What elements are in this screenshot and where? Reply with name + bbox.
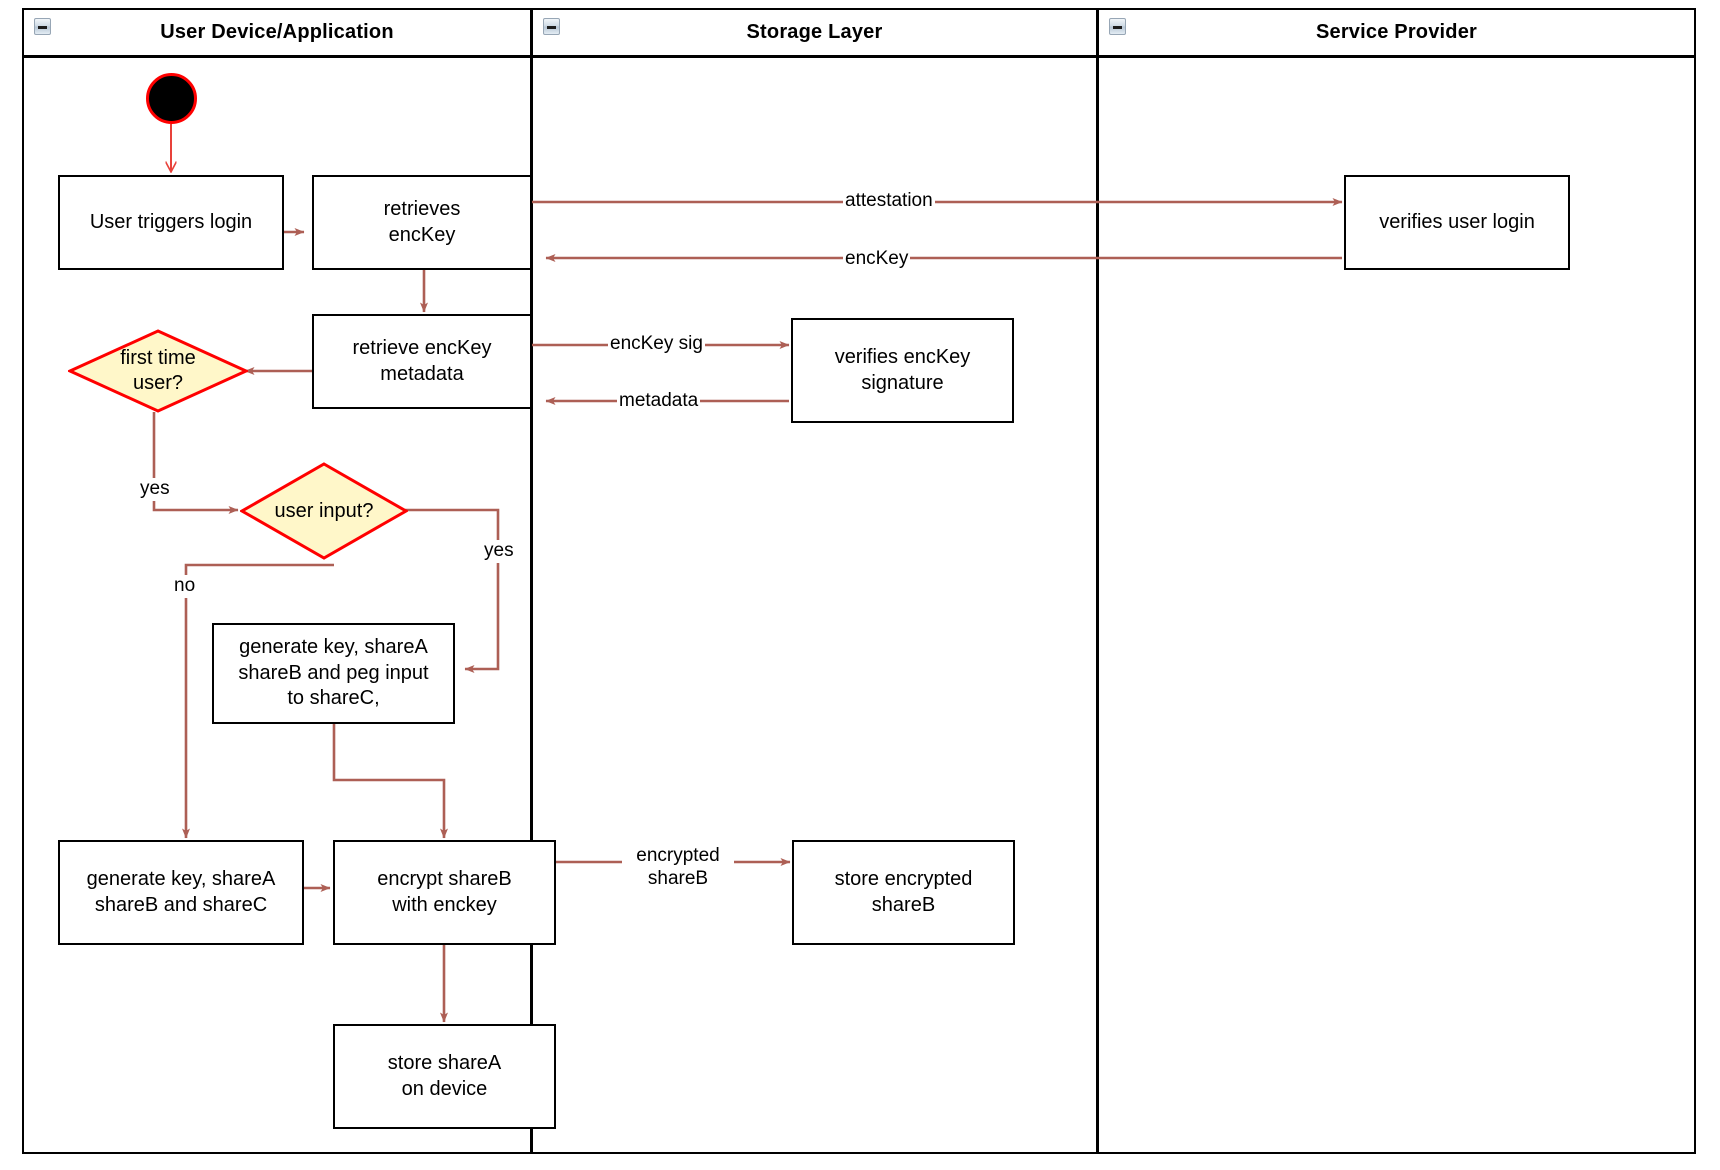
node-retrieves-enckey[interactable]: retrieves encKey xyxy=(312,175,532,270)
node-store-encrypted-shareb[interactable]: store encrypted shareB xyxy=(792,840,1015,945)
lane-header-service-provider[interactable]: Service Provider xyxy=(1096,10,1694,55)
node-generate-shares[interactable]: generate key, shareA shareB and shareC xyxy=(58,840,304,945)
minus-icon[interactable] xyxy=(34,18,51,35)
node-generate-peg-input[interactable]: generate key, shareA shareB and peg inpu… xyxy=(212,623,455,724)
lane-title-user-device: User Device/Application xyxy=(160,21,394,43)
lane-header-user-device[interactable]: User Device/Application xyxy=(24,10,530,55)
diamond-shape xyxy=(240,462,408,560)
start-node[interactable] xyxy=(146,73,197,124)
edge-label-enckey: encKey xyxy=(843,248,911,271)
decision-first-time-user[interactable]: first time user? xyxy=(68,329,248,413)
node-verifies-enckey-signature[interactable]: verifies encKey signature xyxy=(791,318,1014,423)
decision-user-input[interactable]: user input? xyxy=(240,462,408,560)
decision-user-input-label: user input? xyxy=(274,499,374,522)
lane-header-storage[interactable]: Storage Layer xyxy=(530,10,1096,55)
lane-divider-1 xyxy=(530,55,533,1152)
node-retrieve-enckey-metadata[interactable]: retrieve encKey metadata xyxy=(312,314,532,409)
lane-divider-2 xyxy=(1096,55,1099,1152)
node-store-sharea-on-device[interactable]: store shareA on device xyxy=(333,1024,556,1129)
edge-label-user-input-yes: yes xyxy=(482,540,516,563)
node-verifies-user-login[interactable]: verifies user login xyxy=(1344,175,1570,270)
diamond-shape xyxy=(68,329,248,413)
edge-label-encrypted-shareb: encrypted shareB xyxy=(622,845,734,891)
minus-icon[interactable] xyxy=(543,18,560,35)
node-user-triggers-login[interactable]: User triggers login xyxy=(58,175,284,270)
edge-label-user-input-no: no xyxy=(172,575,198,598)
lane-title-service-provider: Service Provider xyxy=(1315,21,1478,43)
decision-first-time-user-label: first time user? xyxy=(120,347,196,394)
edge-label-metadata: metadata xyxy=(617,390,701,413)
edge-label-attestation: attestation xyxy=(843,190,935,213)
lane-title-storage: Storage Layer xyxy=(746,21,883,43)
lane-header-row: User Device/Application Storage Layer Se… xyxy=(24,10,1694,58)
minus-icon[interactable] xyxy=(1109,18,1126,35)
node-encrypt-shareb[interactable]: encrypt shareB with enckey xyxy=(333,840,556,945)
edge-label-first-time-yes: yes xyxy=(138,478,172,501)
edge-label-enckey-sig: encKey sig xyxy=(608,333,705,356)
